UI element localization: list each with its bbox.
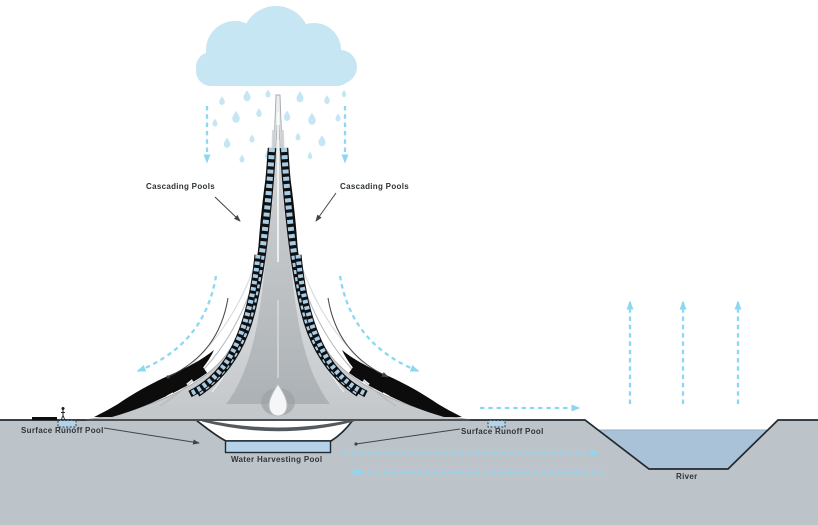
label-river: River xyxy=(676,472,698,481)
tower-base-shadows xyxy=(94,350,462,417)
water-tower-structure xyxy=(85,94,471,432)
river-water xyxy=(598,430,767,469)
flow-line-left xyxy=(166,297,229,379)
tower-base-step-shadows xyxy=(111,367,445,416)
water-harvesting-pool xyxy=(224,440,332,454)
label-surface-runoff-pool-right: Surface Runoff Pool xyxy=(461,427,544,436)
person-figure-icon xyxy=(60,407,66,420)
runoff-curve-arrow-left xyxy=(136,275,218,373)
annotation-pointers xyxy=(103,192,461,446)
runoff-slope-arrow-left xyxy=(103,427,200,445)
label-surface-runoff-pool-left: Surface Runoff Pool xyxy=(21,426,104,435)
surface-runoff-pool-right xyxy=(487,420,506,428)
ground-section xyxy=(0,407,818,525)
water-flow-arrows xyxy=(136,106,742,476)
label-cascading-pools-left: Cascading Pools xyxy=(146,182,215,191)
cascading-pools-pointer-right xyxy=(315,192,337,222)
runoff-slope-arrow-right xyxy=(354,428,461,446)
cascading-pools-steps xyxy=(188,147,368,398)
tower-underside xyxy=(202,419,354,432)
cascading-pools-pointer-left xyxy=(214,196,241,222)
tower-trunk xyxy=(226,130,330,404)
flow-line-right xyxy=(327,297,389,378)
surface-runoff-pool-left xyxy=(57,420,77,428)
tower-base-opening xyxy=(268,383,288,417)
runoff-curve-arrow-right xyxy=(338,275,420,373)
bench-marker xyxy=(32,417,57,421)
label-cascading-pools-right: Cascading Pools xyxy=(340,182,409,191)
label-water-harvesting-pool: Water Harvesting Pool xyxy=(231,455,323,464)
rain-cloud-icon xyxy=(196,6,357,86)
